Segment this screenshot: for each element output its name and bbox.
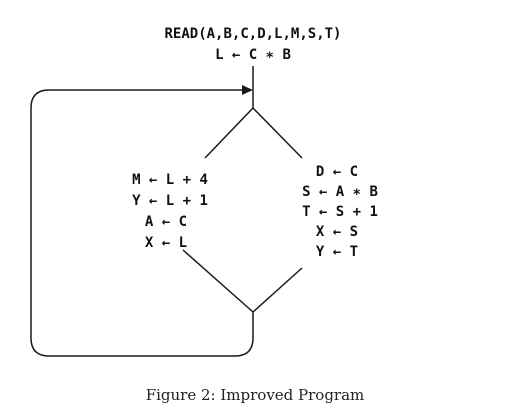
left-branch-line: M ← L + 4 xyxy=(132,172,208,188)
right-branch-line: Y ← T xyxy=(316,244,358,260)
initial-assignment: L ← C ∗ B xyxy=(215,47,291,63)
right-branch-line: S ← A ∗ B xyxy=(302,184,378,200)
loop-arrowhead xyxy=(242,85,253,95)
split-edge-right xyxy=(252,107,303,159)
right-branch: D ← C S ← A ∗ B T ← S + 1 X ← S Y ← T xyxy=(302,164,378,260)
loop-back-edge xyxy=(30,89,254,357)
left-branch-line: Y ← L + 1 xyxy=(132,193,208,209)
right-branch-line: T ← S + 1 xyxy=(302,204,378,220)
left-branch-line: A ← C xyxy=(145,214,187,230)
figure-caption: Figure 2: Improved Program xyxy=(146,386,365,404)
read-statement: READ(A,B,C,D,L,M,S,T) xyxy=(164,26,341,42)
right-branch-line: D ← C xyxy=(316,164,358,180)
left-branch: M ← L + 4 Y ← L + 1 A ← C X ← L xyxy=(132,172,208,251)
merge-edge-right xyxy=(252,267,303,313)
right-branch-line: X ← S xyxy=(316,224,358,240)
split-edge-left xyxy=(204,107,254,159)
merge-edge-left xyxy=(182,249,254,313)
left-branch-line: X ← L xyxy=(145,235,187,251)
